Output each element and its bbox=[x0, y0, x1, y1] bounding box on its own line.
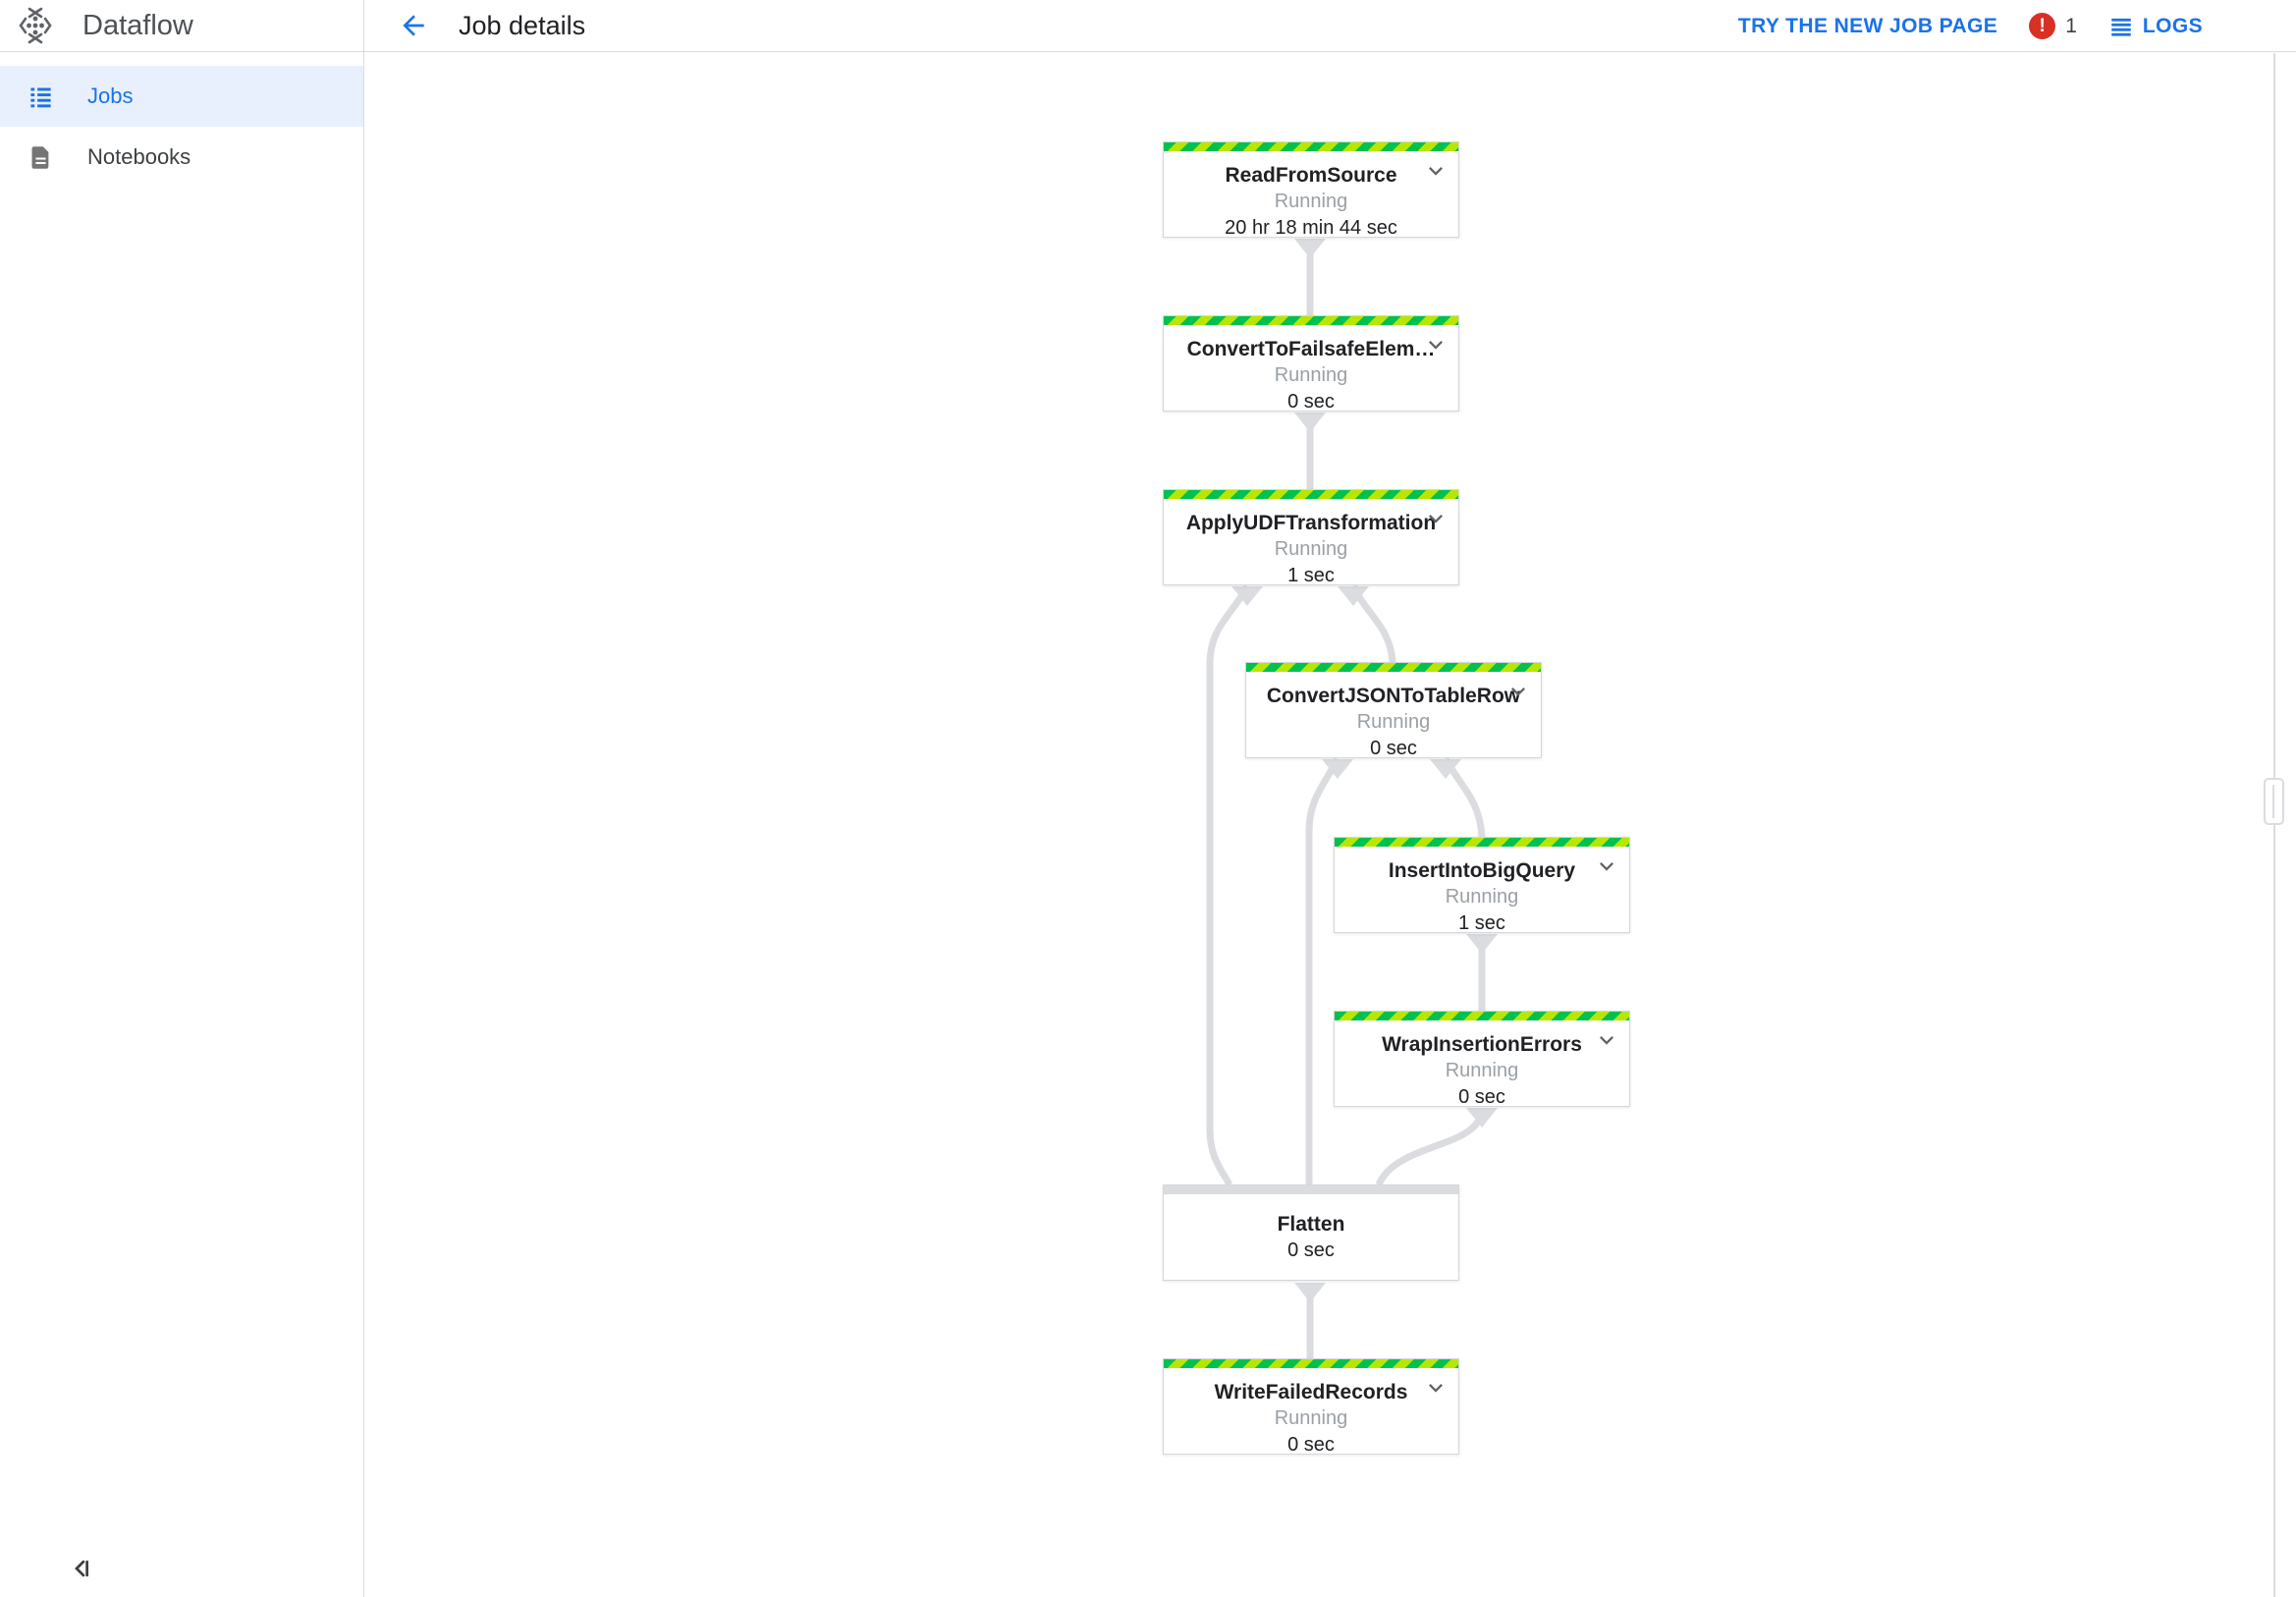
sidebar: Dataflow Jobs Notebooks bbox=[0, 0, 364, 1597]
chevron-down-icon[interactable] bbox=[1422, 157, 1449, 185]
graph-node-applyudftransformation[interactable]: ApplyUDFTransformation Running 1 sec bbox=[1163, 489, 1459, 586]
step-name: ReadFromSource bbox=[1225, 164, 1397, 187]
step-duration: 1 sec bbox=[1287, 565, 1335, 587]
graph-edges bbox=[1206, 239, 1498, 1358]
step-status: Running bbox=[1274, 191, 1348, 213]
step-status: Running bbox=[1356, 711, 1431, 734]
step-duration: 0 sec bbox=[1287, 1239, 1335, 1262]
step-duration: 20 hr 18 min 44 sec bbox=[1225, 217, 1397, 240]
sidebar-header: Dataflow bbox=[0, 0, 363, 52]
try-new-job-page-link[interactable]: TRY THE NEW JOB PAGE bbox=[1737, 14, 1998, 37]
chevron-down-icon[interactable] bbox=[1422, 1374, 1449, 1402]
step-name: ApplyUDFTransformation bbox=[1185, 512, 1437, 534]
graph-node-readfromsource[interactable]: ReadFromSource Running 20 hr 18 min 44 s… bbox=[1163, 141, 1459, 239]
step-name: Flatten bbox=[1277, 1213, 1345, 1236]
collapse-sidebar-icon[interactable] bbox=[67, 1554, 98, 1585]
right-panel-divider bbox=[2273, 53, 2275, 1597]
step-status: Running bbox=[1274, 1407, 1348, 1430]
graph-node-writefailedrecords[interactable]: WriteFailedRecords Running 0 sec bbox=[1163, 1358, 1459, 1456]
step-duration: 1 sec bbox=[1458, 912, 1505, 935]
running-stripes-bar bbox=[1164, 490, 1458, 499]
chevron-down-icon[interactable] bbox=[1422, 505, 1449, 532]
job-graph-canvas: ReadFromSource Running 20 hr 18 min 44 s… bbox=[364, 53, 2296, 1597]
dataflow-logo-icon bbox=[17, 7, 54, 44]
logs-label: LOGS bbox=[2142, 14, 2203, 37]
graph-node-converttofailsafeelem[interactable]: ConvertToFailsafeElem… Running 0 sec bbox=[1163, 315, 1459, 413]
header-actions: TRY THE NEW JOB PAGE ! 1 LOGS bbox=[1738, 0, 2203, 52]
sidebar-item-label: Jobs bbox=[87, 83, 134, 108]
gray-header-bar bbox=[1164, 1185, 1458, 1194]
step-duration: 0 sec bbox=[1458, 1086, 1505, 1109]
app-title: Dataflow bbox=[82, 9, 193, 41]
graph-node-wrapinsertionerrors[interactable]: WrapInsertionErrors Running 0 sec bbox=[1334, 1011, 1630, 1108]
running-stripes-bar bbox=[1335, 1012, 1629, 1020]
step-status: Running bbox=[1445, 886, 1519, 909]
sidebar-item-notebooks[interactable]: Notebooks bbox=[0, 127, 363, 188]
step-status: Running bbox=[1274, 364, 1348, 387]
logs-button[interactable]: LOGS bbox=[2108, 14, 2203, 39]
sidebar-item-label: Notebooks bbox=[87, 144, 191, 169]
sidebar-item-jobs[interactable]: Jobs bbox=[0, 66, 363, 127]
chevron-down-icon[interactable] bbox=[1593, 1026, 1620, 1054]
graph-node-insertintobigquery[interactable]: InsertIntoBigQuery Running 1 sec bbox=[1334, 837, 1630, 934]
step-duration: 0 sec bbox=[1287, 1434, 1335, 1457]
running-stripes-bar bbox=[1335, 838, 1629, 847]
page-title: Job details bbox=[459, 10, 586, 40]
main-panel: Job details TRY THE NEW JOB PAGE ! 1 LOG… bbox=[364, 0, 2296, 1597]
menu-lines-icon bbox=[2108, 14, 2134, 39]
step-name: InsertIntoBigQuery bbox=[1388, 859, 1576, 882]
error-count-button[interactable]: ! 1 bbox=[2029, 13, 2077, 39]
step-name: ConvertToFailsafeElem… bbox=[1186, 338, 1436, 360]
error-count: 1 bbox=[2065, 14, 2077, 37]
step-duration: 0 sec bbox=[1287, 391, 1335, 413]
step-status: Running bbox=[1445, 1060, 1519, 1082]
running-stripes-bar bbox=[1164, 142, 1458, 151]
back-button[interactable] bbox=[398, 10, 429, 41]
page-header: Job details TRY THE NEW JOB PAGE ! 1 LOG… bbox=[364, 0, 2296, 52]
error-icon: ! bbox=[2029, 13, 2056, 39]
step-name: ConvertJSONToTableRow bbox=[1266, 685, 1521, 707]
graph-node-convertjsontotablerow[interactable]: ConvertJSONToTableRow Running 0 sec bbox=[1245, 662, 1542, 759]
sidebar-nav: Jobs Notebooks bbox=[0, 52, 363, 188]
list-icon bbox=[27, 83, 54, 110]
step-status: Running bbox=[1274, 538, 1348, 561]
running-stripes-bar bbox=[1164, 316, 1458, 325]
graph-node-flatten[interactable]: Flatten 0 sec bbox=[1163, 1184, 1459, 1281]
step-name: WrapInsertionErrors bbox=[1382, 1033, 1582, 1056]
document-icon bbox=[27, 144, 54, 171]
step-name: WriteFailedRecords bbox=[1214, 1381, 1408, 1404]
running-stripes-bar bbox=[1164, 1359, 1458, 1368]
chevron-down-icon[interactable] bbox=[1504, 678, 1532, 705]
chevron-down-icon[interactable] bbox=[1422, 331, 1449, 358]
running-stripes-bar bbox=[1246, 663, 1541, 672]
panel-resize-handle[interactable] bbox=[2264, 778, 2284, 825]
step-duration: 0 sec bbox=[1370, 738, 1417, 760]
chevron-down-icon[interactable] bbox=[1593, 853, 1620, 880]
